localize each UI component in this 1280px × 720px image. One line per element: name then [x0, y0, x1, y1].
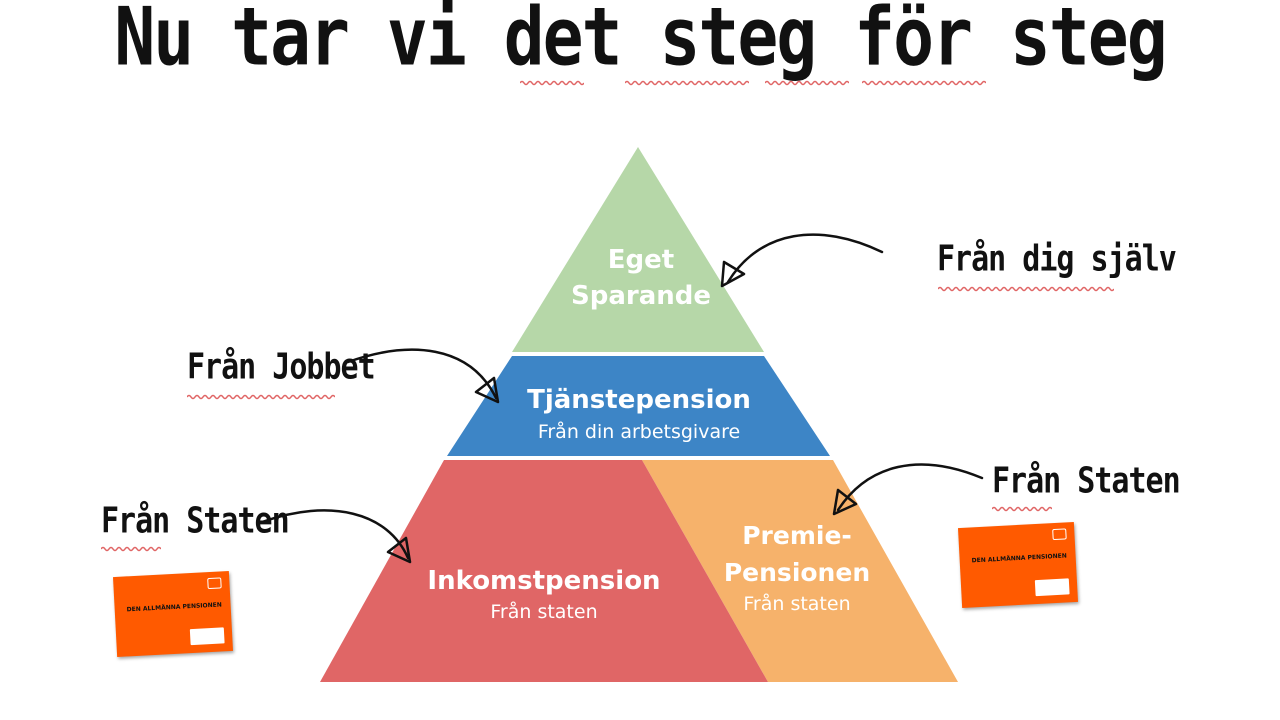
arrow-from-state-left — [260, 509, 412, 564]
envelope-address-label — [1034, 578, 1070, 597]
spellcheck-underline — [938, 286, 1114, 292]
pyramid-bottom-right-title-line2: Pensionen — [724, 558, 870, 587]
pyramid-middle-segment — [447, 356, 830, 456]
pyramid-top-title-line2: Sparande — [571, 281, 711, 311]
pyramid-bottom-left-segment — [320, 460, 768, 682]
arrow-from-job — [346, 348, 500, 404]
pension-envelope-right: DEN ALLMÄNNA PENSIONEN — [957, 522, 1079, 608]
spellcheck-underline — [187, 394, 335, 400]
pension-envelope-left: DEN ALLMÄNNA PENSIONEN — [112, 571, 234, 657]
label-from-job: Från Jobbet — [187, 346, 376, 388]
pyramid-top-title-line1: Eget — [608, 245, 674, 275]
spellcheck-underline — [765, 80, 849, 86]
label-from-state-right: Från Staten — [992, 460, 1181, 502]
envelope-logo — [1052, 528, 1067, 541]
spellcheck-underline — [862, 80, 986, 86]
envelope-address-label — [189, 627, 225, 646]
pyramid-bottom-left-title: Inkomstpension — [427, 566, 660, 596]
pyramid-bottom-left-subtitle: Från staten — [490, 600, 597, 623]
spellcheck-underline — [101, 546, 161, 552]
envelope-text: DEN ALLMÄNNA PENSIONEN — [126, 601, 222, 614]
pyramid-bottom-right-segment — [642, 460, 958, 682]
arrow-from-self — [720, 233, 884, 288]
spellcheck-underline — [992, 506, 1052, 512]
label-from-state-left: Från Staten — [101, 500, 290, 542]
arrow-from-state-right — [832, 463, 984, 516]
pyramid-top-segment — [512, 147, 764, 352]
spellcheck-underline — [520, 80, 584, 86]
slide-title: Nu tar vi det steg för steg — [114, 0, 1167, 85]
spellcheck-underline — [625, 80, 749, 86]
pyramid-middle-title: Tjänstepension — [527, 385, 751, 415]
pyramid-bottom-right-subtitle: Från staten — [743, 592, 850, 615]
envelope-text: DEN ALLMÄNNA PENSIONEN — [971, 552, 1067, 565]
label-from-self: Från dig själv — [937, 238, 1177, 280]
envelope-logo — [207, 577, 222, 590]
pyramid-middle-subtitle: Från din arbetsgivare — [538, 420, 740, 443]
pyramid-bottom-right-title-line1: Premie- — [742, 521, 852, 550]
